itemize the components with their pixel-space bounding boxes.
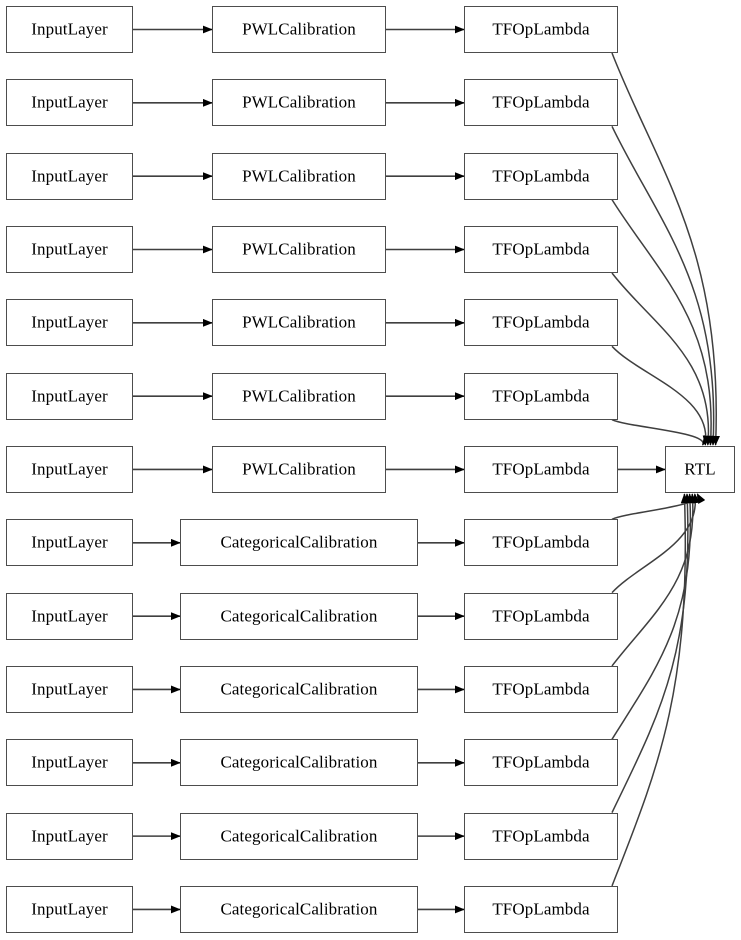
node-calibration-4[interactable]: PWLCalibration	[212, 225, 386, 273]
edge-lambda-to-rtl-1	[611, 52, 720, 446]
node-calibration-10-label: CategoricalCalibration	[220, 679, 378, 699]
node-calibration-3[interactable]: PWLCalibration	[212, 152, 386, 200]
edge-lambda-to-rtl-3	[611, 199, 715, 446]
node-input-layer-4[interactable]: InputLayer	[6, 225, 133, 273]
edge-lambda-to-rtl-4	[611, 272, 713, 446]
node-input-layer-5-label: InputLayer	[31, 312, 108, 332]
node-calibration-5[interactable]: PWLCalibration	[212, 299, 386, 347]
node-input-layer-6[interactable]: InputLayer	[6, 372, 133, 420]
node-tfoplambda-3[interactable]: TFOpLambda	[464, 152, 618, 200]
edge-lambda-to-rtl-6	[611, 418, 711, 446]
node-input-layer-10[interactable]: InputLayer	[6, 665, 133, 713]
node-tfoplambda-5[interactable]: TFOpLambda	[464, 299, 618, 347]
node-calibration-6[interactable]: PWLCalibration	[212, 372, 386, 420]
node-calibration-1[interactable]: PWLCalibration	[212, 6, 386, 53]
node-input-layer-2-label: InputLayer	[31, 92, 108, 112]
node-calibration-11[interactable]: CategoricalCalibration	[180, 739, 418, 787]
edge-lambda-to-rtl-13	[611, 493, 689, 887]
node-calibration-8-label: CategoricalCalibration	[220, 532, 378, 552]
node-calibration-12[interactable]: CategoricalCalibration	[180, 812, 418, 860]
node-calibration-7[interactable]: PWLCalibration	[212, 445, 386, 493]
node-input-layer-9[interactable]: InputLayer	[6, 592, 133, 640]
node-input-layer-12[interactable]: InputLayer	[6, 812, 133, 860]
node-input-layer-5[interactable]: InputLayer	[6, 299, 133, 347]
node-calibration-9-label: CategoricalCalibration	[220, 606, 378, 626]
node-tfoplambda-10-label: TFOpLambda	[492, 679, 590, 699]
node-input-layer-3[interactable]: InputLayer	[6, 152, 133, 200]
node-tfoplambda-9-label: TFOpLambda	[492, 606, 590, 626]
node-tfoplambda-11[interactable]: TFOpLambda	[464, 739, 618, 787]
node-input-layer-13[interactable]: InputLayer	[6, 885, 133, 933]
node-input-layer-13-label: InputLayer	[31, 899, 108, 919]
curved-edges-group	[611, 52, 720, 887]
node-tfoplambda-12[interactable]: TFOpLambda	[464, 812, 618, 860]
edge-lambda-to-rtl-2	[611, 126, 718, 446]
straight-edges-group	[133, 25, 666, 914]
node-tfoplambda-2-label: TFOpLambda	[492, 92, 590, 112]
node-tfoplambda-4-label: TFOpLambda	[492, 239, 590, 259]
node-rtl-label: RTL	[684, 459, 716, 479]
edge-lambda-to-rtl-9	[611, 493, 701, 594]
node-tfoplambda-8-label: TFOpLambda	[492, 532, 590, 552]
node-tfoplambda-13-label: TFOpLambda	[492, 899, 590, 919]
node-tfoplambda-12-label: TFOpLambda	[492, 826, 590, 846]
node-calibration-13[interactable]: CategoricalCalibration	[180, 885, 418, 933]
node-input-layer-2[interactable]: InputLayer	[6, 79, 133, 127]
node-tfoplambda-6[interactable]: TFOpLambda	[464, 372, 618, 420]
node-calibration-2-label: PWLCalibration	[242, 92, 356, 112]
node-tfoplambda-4[interactable]: TFOpLambda	[464, 225, 618, 273]
node-tfoplambda-11-label: TFOpLambda	[492, 752, 590, 772]
node-tfoplambda-10[interactable]: TFOpLambda	[464, 665, 618, 713]
node-calibration-6-label: PWLCalibration	[242, 386, 356, 406]
node-tfoplambda-13[interactable]: TFOpLambda	[464, 885, 618, 933]
node-tfoplambda-5-label: TFOpLambda	[492, 312, 590, 332]
node-input-layer-6-label: InputLayer	[31, 386, 108, 406]
node-calibration-12-label: CategoricalCalibration	[220, 826, 378, 846]
node-tfoplambda-7[interactable]: TFOpLambda	[464, 445, 618, 493]
edge-lambda-to-rtl-12	[611, 493, 692, 813]
node-input-layer-8[interactable]: InputLayer	[6, 519, 133, 567]
node-input-layer-11-label: InputLayer	[31, 752, 108, 772]
node-input-layer-1-label: InputLayer	[31, 19, 108, 39]
node-tfoplambda-8[interactable]: TFOpLambda	[464, 519, 618, 567]
node-input-layer-10-label: InputLayer	[31, 679, 108, 699]
node-calibration-8[interactable]: CategoricalCalibration	[180, 519, 418, 567]
node-tfoplambda-6-label: TFOpLambda	[492, 386, 590, 406]
node-calibration-11-label: CategoricalCalibration	[220, 752, 378, 772]
node-input-layer-9-label: InputLayer	[31, 606, 108, 626]
node-input-layer-7[interactable]: InputLayer	[6, 445, 133, 493]
node-calibration-4-label: PWLCalibration	[242, 239, 356, 259]
node-calibration-3-label: PWLCalibration	[242, 166, 356, 186]
edge-lambda-to-rtl-11	[611, 493, 695, 740]
node-calibration-2[interactable]: PWLCalibration	[212, 79, 386, 127]
node-tfoplambda-7-label: TFOpLambda	[492, 459, 590, 479]
node-input-layer-7-label: InputLayer	[31, 459, 108, 479]
node-calibration-10[interactable]: CategoricalCalibration	[180, 665, 418, 713]
node-tfoplambda-3-label: TFOpLambda	[492, 166, 590, 186]
node-input-layer-8-label: InputLayer	[31, 532, 108, 552]
node-input-layer-3-label: InputLayer	[31, 166, 108, 186]
edge-lambda-to-rtl-5	[611, 345, 711, 446]
node-calibration-13-label: CategoricalCalibration	[220, 899, 378, 919]
node-calibration-7-label: PWLCalibration	[242, 459, 356, 479]
node-tfoplambda-1-label: TFOpLambda	[492, 19, 590, 39]
node-tfoplambda-1[interactable]: TFOpLambda	[464, 6, 618, 53]
node-tfoplambda-2[interactable]: TFOpLambda	[464, 79, 618, 127]
node-tfoplambda-9[interactable]: TFOpLambda	[464, 592, 618, 640]
node-input-layer-4-label: InputLayer	[31, 239, 108, 259]
node-calibration-1-label: PWLCalibration	[242, 19, 356, 39]
edge-lambda-to-rtl-10	[611, 493, 697, 667]
node-rtl[interactable]: RTL	[665, 446, 735, 493]
node-calibration-9[interactable]: CategoricalCalibration	[180, 592, 418, 640]
node-input-layer-12-label: InputLayer	[31, 826, 108, 846]
node-calibration-5-label: PWLCalibration	[242, 312, 356, 332]
node-input-layer-1[interactable]: InputLayer	[6, 6, 133, 53]
node-input-layer-11[interactable]: InputLayer	[6, 739, 133, 787]
